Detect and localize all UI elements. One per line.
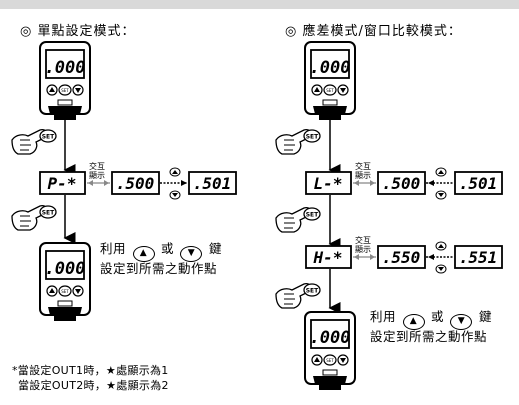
right-bottom-device bbox=[304, 311, 356, 391]
svg-text:.551: .551 bbox=[459, 248, 498, 267]
left-title: ◎ 單點設定模式： bbox=[20, 24, 136, 39]
down-icon bbox=[169, 190, 181, 200]
left-value-a-box bbox=[111, 171, 160, 195]
up-icon bbox=[435, 241, 447, 251]
down-icon bbox=[435, 264, 447, 274]
right-alternate-label-2: 交互顯示 bbox=[355, 236, 371, 254]
svg-text:.500: .500 bbox=[116, 174, 155, 193]
right-instruction-line1: 利用 ▲ 或 ▼ 鍵 bbox=[370, 309, 492, 330]
up-icon bbox=[435, 167, 447, 177]
right-hand-3 bbox=[275, 282, 321, 309]
right-step2-box bbox=[305, 245, 352, 269]
up-icon bbox=[169, 167, 181, 177]
instruction-suffix: 鍵 bbox=[208, 241, 222, 256]
left-bottom-device bbox=[39, 242, 91, 322]
svg-text:.501: .501 bbox=[193, 174, 232, 193]
svg-text:.501: .501 bbox=[459, 174, 498, 193]
top-bar bbox=[0, 0, 519, 9]
instruction-prefix: 利用 bbox=[370, 309, 397, 324]
right-top-device bbox=[304, 41, 356, 121]
instruction-or: 或 bbox=[160, 241, 174, 256]
down-icon: ▼ bbox=[450, 314, 473, 330]
right-instruction-line2: 設定到所需之動作點 bbox=[370, 329, 488, 344]
left-hand-1 bbox=[11, 128, 57, 155]
left-instruction-line2: 設定到所需之動作點 bbox=[100, 261, 218, 276]
left-top-device bbox=[39, 41, 91, 121]
right-hand-1 bbox=[275, 128, 321, 155]
right-step1-box bbox=[305, 171, 352, 195]
svg-text:L-*: L-* bbox=[314, 174, 343, 193]
left-step-text: P-* bbox=[48, 174, 77, 193]
instruction-or: 或 bbox=[430, 309, 444, 324]
up-icon: ▲ bbox=[132, 246, 155, 262]
down-icon: ▼ bbox=[180, 246, 203, 262]
up-icon: ▲ bbox=[402, 314, 425, 330]
instruction-suffix: 鍵 bbox=[478, 309, 492, 324]
left-alternate-label: 交互顯示 bbox=[89, 162, 105, 180]
right-alternate-label-1: 交互顯示 bbox=[355, 162, 371, 180]
svg-text:H-*: H-* bbox=[313, 248, 343, 267]
instruction-prefix: 利用 bbox=[100, 241, 127, 256]
down-icon bbox=[435, 190, 447, 200]
right-title: ◎ 應差模式/窗口比較模式： bbox=[285, 24, 462, 39]
left-hand-2 bbox=[11, 204, 57, 231]
footnote-line2: 當設定OUT2時，★處顯示為2 bbox=[18, 379, 169, 392]
svg-text:.550: .550 bbox=[382, 248, 421, 267]
left-step-box bbox=[39, 171, 86, 195]
left-value-b-box bbox=[188, 171, 237, 195]
right-hand-2 bbox=[275, 206, 321, 233]
footnote-line1: *當設定OUT1時，★處顯示為1 bbox=[12, 364, 169, 377]
left-instruction-line1: 利用 ▲ 或 ▼ 鍵 bbox=[100, 241, 222, 262]
svg-text:.500: .500 bbox=[382, 174, 421, 193]
